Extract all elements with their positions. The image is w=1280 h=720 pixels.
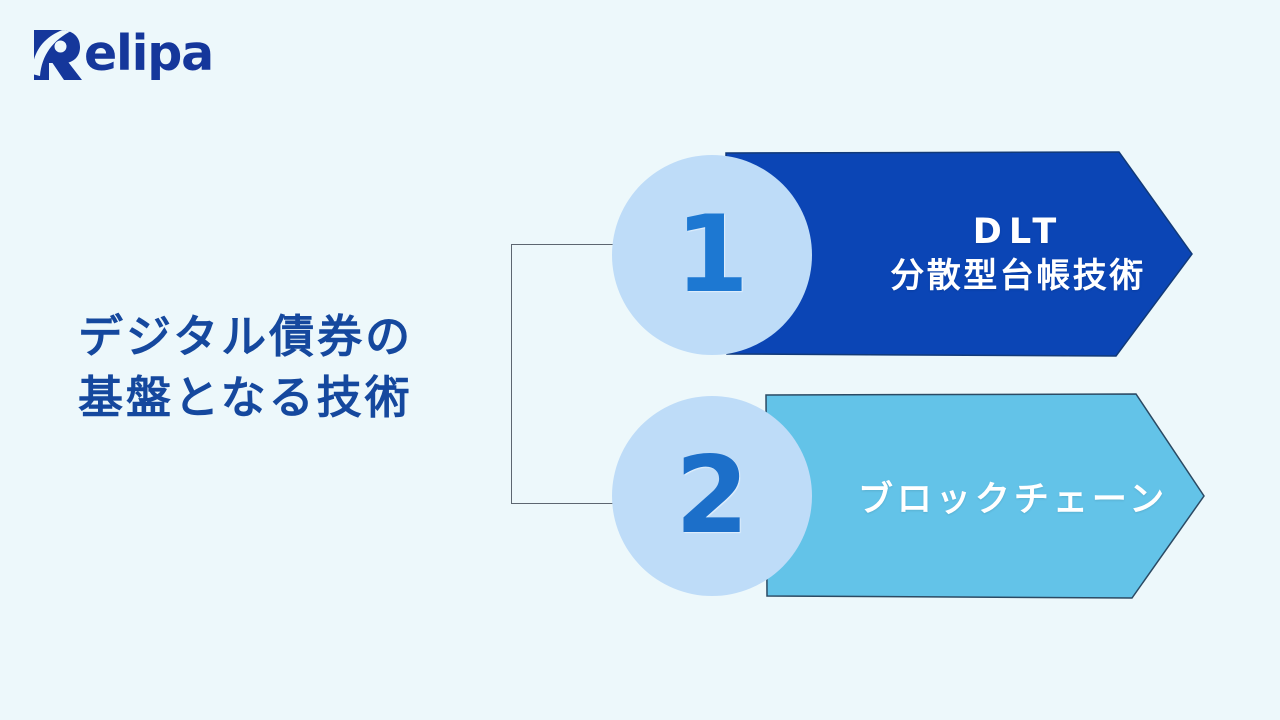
- item-banner-1-label-jp: 分散型台帳技術: [890, 255, 1146, 296]
- page-title: デジタル債券の 基盤となる技術: [78, 306, 508, 428]
- relipa-logo-wordmark: elipa: [84, 24, 214, 82]
- bracket-connector: [511, 244, 613, 504]
- relipa-logo[interactable]: elipa: [30, 22, 214, 84]
- item-banner-1-label-en: DLT: [972, 211, 1064, 252]
- page-title-line-1: デジタル債券の: [78, 310, 414, 363]
- page-title-line-2: 基盤となる技術: [78, 371, 413, 425]
- item-banner-1[interactable]: DLT 分散型台帳技術: [724, 150, 1194, 358]
- step-number-2: 2: [675, 434, 749, 557]
- item-banner-2-label: ブロックチェーン: [857, 479, 1169, 520]
- item-banner-2[interactable]: ブロックチェーン: [764, 392, 1206, 600]
- step-number-1: 1: [675, 193, 749, 316]
- item-banner-1-label: DLT 分散型台帳技術: [772, 210, 1146, 298]
- relipa-logo-mark: [34, 30, 82, 80]
- step-number-circle-2[interactable]: 2: [612, 396, 812, 596]
- step-number-circle-1[interactable]: 1: [612, 155, 812, 355]
